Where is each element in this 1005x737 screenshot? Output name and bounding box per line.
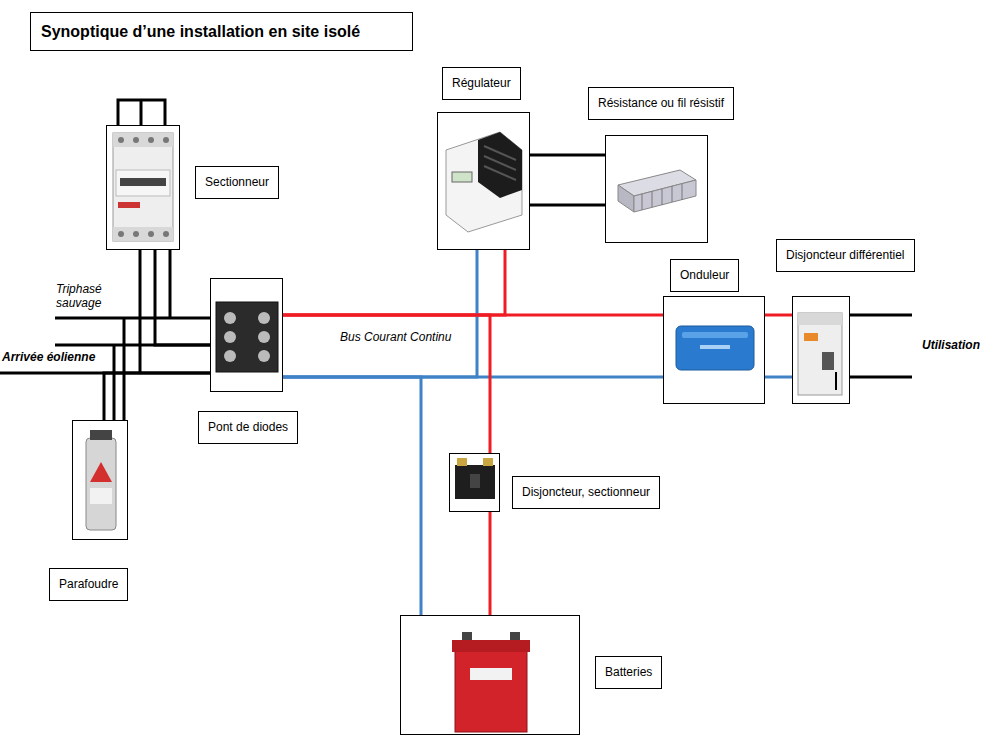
wire-line xyxy=(489,512,492,615)
inverter-picture xyxy=(676,326,754,370)
device-box: Batteries xyxy=(400,615,580,735)
device-box: Résistance ou fil résistif xyxy=(605,135,708,243)
diode-bridge-picture xyxy=(216,302,278,372)
wire-line xyxy=(530,204,605,207)
wire-connector xyxy=(530,155,605,205)
device-label: Disjoncteur, sectionneur xyxy=(512,476,660,509)
wire-connector xyxy=(283,315,490,453)
device-box: Sectionneur xyxy=(106,125,180,250)
charge-controller-picture xyxy=(446,132,522,232)
device-label: Résistance ou fil résistif xyxy=(588,87,734,120)
wire-line xyxy=(283,250,505,315)
wire-line xyxy=(283,377,421,615)
device-label: Batteries xyxy=(595,656,662,689)
wire-annotation: Arrivée éolienne xyxy=(2,350,95,364)
wire-line xyxy=(283,315,490,453)
device-label: Sectionneur xyxy=(195,166,279,199)
three-phase-wires xyxy=(0,100,210,420)
wire-annotation: Triphasé sauvage xyxy=(56,282,118,310)
wire-connector xyxy=(283,315,663,377)
resistor-picture xyxy=(618,170,696,212)
diagram-title: Synoptique d’une installation en site is… xyxy=(30,12,413,51)
device-label: Régulateur xyxy=(442,67,521,100)
device-box: Parafoudre xyxy=(72,420,128,540)
dc-breaker-picture xyxy=(455,458,495,499)
wire-connector xyxy=(490,512,491,615)
device-box: Disjoncteur différentiel xyxy=(792,296,850,404)
wire-line xyxy=(530,154,605,157)
device-box: Onduleur xyxy=(663,296,765,404)
switch-disconnector-picture xyxy=(113,133,173,241)
device-box: Pont de diodes xyxy=(210,278,283,392)
device-label: Disjoncteur différentiel xyxy=(776,239,915,272)
wire-line xyxy=(155,250,210,345)
surge-arrester-picture xyxy=(86,430,116,530)
device-label: Onduleur xyxy=(670,259,739,292)
wire-annotation: Bus Courant Continu xyxy=(340,330,451,344)
rcd-breaker-picture xyxy=(798,313,842,395)
wire-annotation: Utilisation xyxy=(922,338,980,352)
wire-connector xyxy=(765,315,792,377)
wire-connector xyxy=(283,377,421,615)
battery-picture xyxy=(452,632,530,732)
wire-line xyxy=(104,373,210,420)
device-label: Parafoudre xyxy=(49,568,128,601)
wire-line xyxy=(765,376,792,379)
device-label: Pont de diodes xyxy=(198,411,298,444)
device-box: Régulateur xyxy=(437,112,530,250)
wire-connector xyxy=(104,373,210,420)
device-box: Disjoncteur, sectionneur xyxy=(449,453,500,512)
output-wires xyxy=(850,315,912,377)
wire-connector xyxy=(155,250,210,345)
wire-line xyxy=(765,314,792,317)
